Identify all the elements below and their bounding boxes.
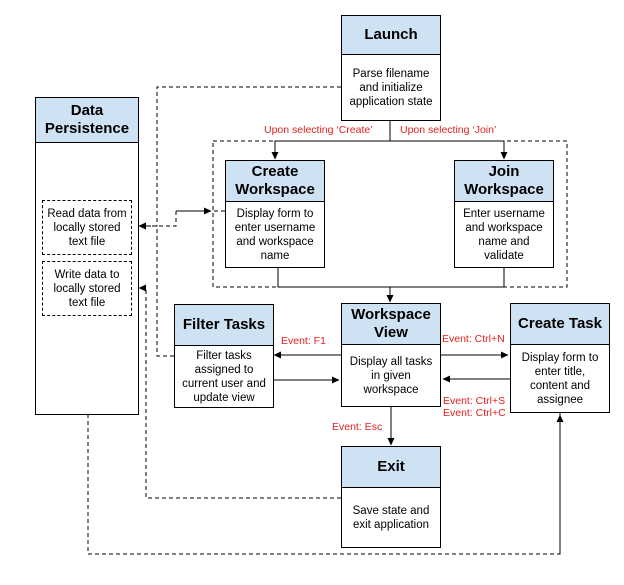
label-event-esc: Event: Esc	[332, 421, 383, 433]
read-data-box: Read data from locally stored text file	[42, 200, 132, 255]
label-select-join: Upon selecting ‘Join’	[400, 124, 497, 136]
node-launch-body: Parse filename and initialize applicatio…	[349, 68, 433, 108]
node-exit-body: Save state and exit application	[352, 505, 430, 531]
edge-launch-to-create	[271, 121, 391, 160]
node-join-workspace-body: Enter username and workspace name and va…	[463, 208, 545, 262]
node-filter-tasks-title: Filter Tasks	[175, 305, 273, 346]
node-launch-title: Launch	[342, 16, 440, 55]
label-event-ctrl-s: Event: Ctrl+S	[443, 395, 506, 407]
node-create-workspace: Create Workspace Display form to enter u…	[225, 160, 325, 268]
node-create-task: Create Task Display form to enter title,…	[510, 303, 610, 413]
node-data-persistence: Data Persistence	[35, 97, 139, 415]
label-event-f1: Event: F1	[281, 335, 326, 347]
node-launch: Launch Parse filename and initialize app…	[341, 15, 441, 121]
node-filter-tasks-body: Filter tasks assigned to current user an…	[182, 350, 266, 404]
write-data-box: Write data to locally stored text file	[42, 261, 132, 316]
label-event-ctrl-c: Event: Ctrl+C	[443, 407, 506, 419]
node-workspace-view-title: Workspace View	[342, 304, 440, 345]
edge-group-to-workspace	[277, 268, 505, 302]
edge-createtask-to-write	[84, 317, 561, 555]
edge-exit-to-write	[138, 284, 341, 499]
node-workspace-view-body: Display all tasks in given workspace	[349, 356, 433, 396]
label-select-create: Upon selecting ‘Create’	[264, 124, 373, 136]
node-create-workspace-title: Create Workspace	[226, 161, 324, 202]
edge-filter-to-read	[156, 226, 174, 357]
node-exit-title: Exit	[342, 447, 440, 488]
node-filter-tasks: Filter Tasks Filter tasks assigned to cu…	[174, 304, 274, 408]
node-data-persistence-title: Data Persistence	[36, 98, 138, 143]
node-create-task-title: Create Task	[511, 304, 609, 345]
edge-create-to-read	[138, 210, 225, 230]
node-exit: Exit Save state and exit application	[341, 446, 441, 548]
node-workspace-view: Workspace View Display all tasks in give…	[341, 303, 441, 407]
node-create-workspace-body: Display form to enter username and works…	[234, 208, 316, 262]
node-create-task-body: Display form to enter title, content and…	[521, 352, 599, 406]
label-event-ctrl-n: Event: Ctrl+N	[442, 333, 505, 345]
node-join-workspace: Join Workspace Enter username and worksp…	[454, 160, 554, 268]
node-join-workspace-title: Join Workspace	[455, 161, 553, 202]
edge-launch-to-join	[390, 140, 508, 160]
